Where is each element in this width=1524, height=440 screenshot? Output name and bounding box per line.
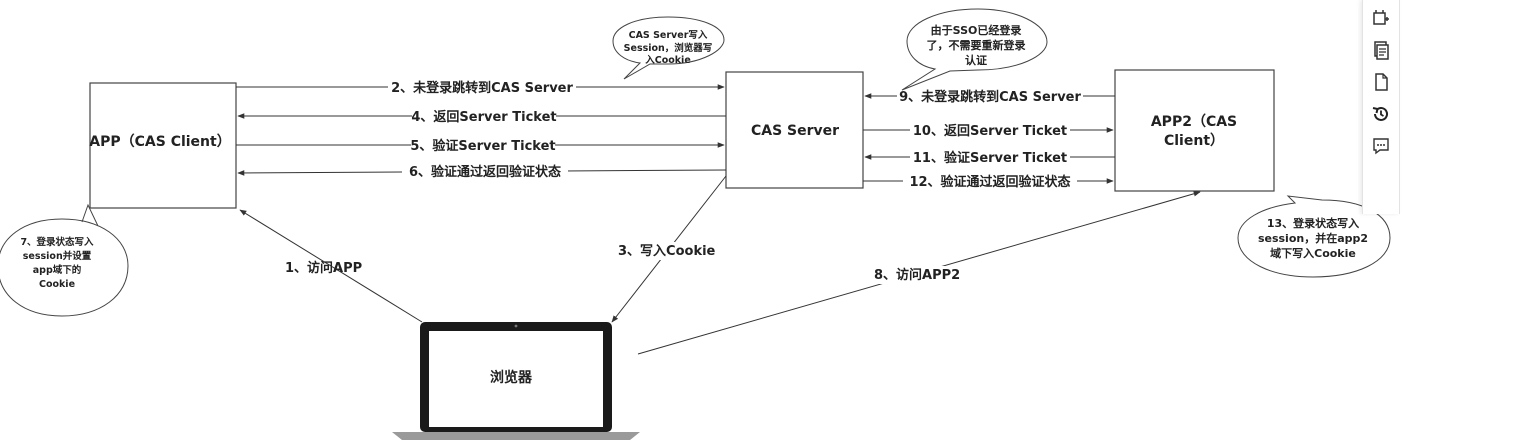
arrow-1-label: 1、访问APP	[285, 260, 362, 276]
svg-text:Cookie: Cookie	[39, 279, 75, 290]
app2-box	[1114, 69, 1275, 192]
arrow-11: 11、验证Server Ticket	[864, 149, 1115, 166]
svg-text:5、验证Server Ticket: 5、验证Server Ticket	[410, 138, 555, 154]
arrow-5: 5、验证Server Ticket	[236, 137, 725, 154]
history-icon[interactable]	[1371, 104, 1391, 124]
arrow-2: 2、未登录跳转到CAS Server	[236, 79, 725, 96]
app-box	[89, 82, 237, 209]
svg-text:域下写入Cookie: 域下写入Cookie	[1270, 246, 1356, 260]
arrow-12: 12、验证通过返回验证状态	[863, 173, 1114, 190]
svg-text:session并设置: session并设置	[23, 250, 92, 262]
svg-text:app域下的: app域下的	[33, 264, 82, 276]
arrow-1	[239, 209, 423, 323]
svg-text:4、返回Server Ticket: 4、返回Server Ticket	[411, 110, 556, 125]
svg-text:认证: 认证	[965, 53, 987, 67]
svg-text:9、未登录跳转到CAS Server: 9、未登录跳转到CAS Server	[899, 89, 1081, 105]
svg-text:7、登录状态写入: 7、登录状态写入	[20, 236, 94, 248]
svg-text:由于SSO已经登录: 由于SSO已经登录	[931, 23, 1022, 37]
cas-server-label: CAS Server	[751, 123, 839, 139]
arrow-4: 4、返回Server Ticket	[237, 108, 726, 125]
arrow-10: 10、返回Server Ticket	[863, 122, 1114, 139]
arrow-9: 9、未登录跳转到CAS Server	[864, 88, 1115, 105]
arrow-6: 6、验证通过返回验证状态	[237, 163, 727, 180]
svg-text:2、未登录跳转到CAS Server: 2、未登录跳转到CAS Server	[391, 80, 573, 96]
document-icon[interactable]	[1371, 72, 1391, 92]
cas-write-bubble: CAS Server写入 Session，浏览器写 入Cookie	[612, 16, 725, 80]
app-login-bubble: 7、登录状态写入 session并设置 app域下的 Cookie	[0, 203, 129, 317]
svg-text:13、登录状态写入: 13、登录状态写入	[1267, 216, 1359, 230]
svg-text:Session，浏览器写: Session，浏览器写	[624, 42, 713, 54]
svg-text:11、验证Server Ticket: 11、验证Server Ticket	[913, 150, 1067, 166]
cas-server-box	[725, 71, 864, 189]
side-toolbar	[1362, 0, 1400, 214]
copy-icon[interactable]	[1371, 40, 1391, 60]
app2-login-bubble: 13、登录状态写入 session，并在app2 域下写入Cookie	[1237, 195, 1391, 278]
svg-text:CAS Server写入: CAS Server写入	[629, 30, 708, 41]
arrow-3-label: 3、写入Cookie	[618, 244, 716, 259]
arrow-8-label: 8、访问APP2	[874, 267, 960, 283]
frame-icon[interactable]	[1371, 8, 1391, 28]
laptop-icon	[392, 322, 640, 440]
sso-bubble: 由于SSO已经登录 了，不需要重新登录 认证	[901, 8, 1048, 91]
svg-text:10、返回Server Ticket: 10、返回Server Ticket	[913, 124, 1067, 139]
arrow-8	[637, 191, 1201, 355]
app-label: APP（CAS Client）	[89, 134, 230, 150]
app2-label-line2: Client）	[1164, 133, 1224, 149]
comment-icon[interactable]	[1371, 136, 1391, 156]
svg-text:入Cookie: 入Cookie	[644, 55, 691, 66]
app2-label-line1: APP2（CAS	[1151, 114, 1237, 130]
svg-text:6、验证通过返回验证状态: 6、验证通过返回验证状态	[409, 164, 561, 180]
svg-text:session，并在app2: session，并在app2	[1258, 231, 1368, 245]
browser-label: 浏览器	[490, 369, 533, 386]
svg-text:了，不需要重新登录: 了，不需要重新登录	[927, 38, 1026, 52]
svg-text:12、验证通过返回验证状态: 12、验证通过返回验证状态	[909, 174, 1070, 190]
arrow-3	[611, 175, 727, 323]
